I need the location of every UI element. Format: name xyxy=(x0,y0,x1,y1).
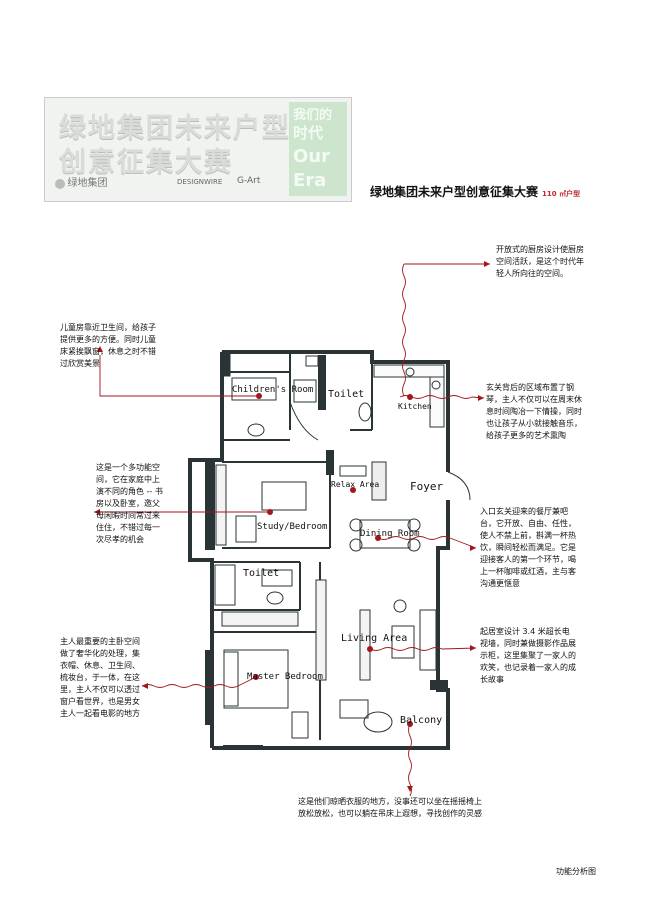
room-label-toilet-top: Toilet xyxy=(328,389,365,400)
room-label-childrens-room: Children's Room xyxy=(232,385,314,395)
subtitle-area: 110 ㎡户型 xyxy=(542,190,581,198)
room-label-kitchen: Kitchen xyxy=(398,402,432,411)
relax-marker xyxy=(350,487,356,493)
banner-title-line2: 创意征集大赛 xyxy=(59,147,233,178)
note-living: 起居室设计 3.4 米超长电视墙，同时兼做摄影作品展示柜，这里集聚了一家人的欢笑… xyxy=(480,627,576,684)
dining-marker xyxy=(375,535,381,541)
room-label-living-area: Living Area xyxy=(341,633,408,644)
room-label-relax-area: Relax Area xyxy=(331,480,380,489)
note-children: 儿童房靠近卫生间，给孩子提供更多的方便。同时儿童床紧挨飘窗，休息之时不错过欣赏美… xyxy=(60,323,156,368)
room-label-study-bedroom: Study/Bedroom xyxy=(257,522,328,532)
badge-line1: 我们的 xyxy=(293,108,333,123)
badge-line4: Era xyxy=(293,170,327,191)
room-label-dining-room: Dining Room xyxy=(360,529,420,539)
room-label-master-bedroom: Master Bedroom xyxy=(247,672,323,682)
note-master: 主人最重要的主卧空间做了奢华化的处理，集衣帽、休息、卫生间、梳妆台，于一体，在这… xyxy=(60,637,140,718)
children-marker xyxy=(256,393,262,399)
balcony-marker xyxy=(407,721,413,727)
greenland-logo-icon xyxy=(55,178,65,189)
banner-title-line1: 绿地集团未来户型 xyxy=(59,113,291,144)
study-marker xyxy=(267,509,273,515)
logo1-text: 绿地集团 xyxy=(67,178,108,189)
note-study: 这是一个多功能空间，它在家庭中上演不同的角色 -- 书房以及卧室，邀父母闲暇时间… xyxy=(96,463,163,544)
room-label-balcony: Balcony xyxy=(400,715,443,726)
logo-greenland: 绿地集团 xyxy=(55,174,108,194)
dining-arrow-icon xyxy=(470,545,476,551)
subtitle-text: 绿地集团未来户型创意征集大赛 xyxy=(370,185,539,199)
kitchen-marker xyxy=(407,394,413,400)
piano-arrow-icon xyxy=(478,395,484,401)
note-kitchen: 开放式的厨房设计使厨房空间活跃，是这个时代年轻人所向往的空间。 xyxy=(496,245,584,278)
study-arrow-icon xyxy=(94,509,100,515)
children-arrow-icon xyxy=(97,346,103,352)
logo-gart: G-Art xyxy=(237,176,261,186)
badge-line2: 时代 xyxy=(293,124,324,142)
era-badge: 我们的 时代 Our Era xyxy=(289,102,347,196)
living-marker xyxy=(367,646,373,652)
living-arrow-icon xyxy=(470,645,476,651)
figure-caption: 功能分析图 xyxy=(556,867,596,876)
competition-banner: 绿地集团未来户型 创意征集大赛 绿地集团 DESIGNWIRE G-Art 我们… xyxy=(44,97,352,202)
note-piano: 玄关背后的区域布置了钢琴，主人不仅可以在周末休息时间陶冶一下情操，同时也让孩子从… xyxy=(486,383,582,440)
room-label-foyer: Foyer xyxy=(410,480,444,493)
badge-line3: Our xyxy=(293,146,330,167)
balcony-arrow-icon xyxy=(407,786,413,792)
note-balcony: 这是他们晾晒衣服的地方，没事还可以坐在摇摇椅上放松放松，也可以躺在吊床上遐想，寻… xyxy=(298,797,482,818)
master-arrow-icon xyxy=(142,683,148,689)
logo-designwire: DESIGNWIRE xyxy=(177,178,223,186)
note-dining: 入口玄关迎来的餐厅兼吧台，它开放、自由、任性，使人不禁上前，斟满一杯热饮，瞬间轻… xyxy=(480,507,576,588)
master-marker xyxy=(253,674,259,680)
room-label-toilet-bottom: Toilet xyxy=(243,568,280,579)
kitchen-arrow-icon xyxy=(484,261,490,267)
